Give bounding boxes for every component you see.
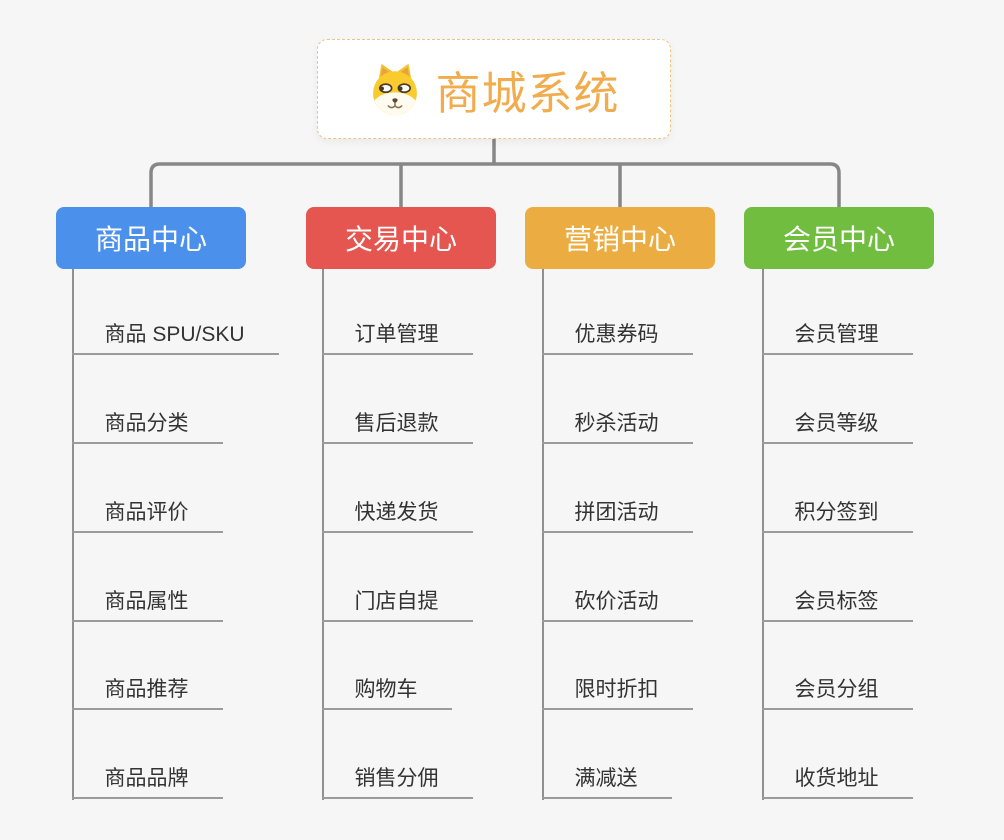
subtopic[interactable]: 商品评价 bbox=[71, 501, 223, 533]
subtopic-label: 会员标签 bbox=[761, 590, 913, 622]
dog-icon bbox=[373, 63, 418, 116]
subtopic-label: 快递发货 bbox=[321, 501, 473, 533]
branch-rail bbox=[761, 269, 764, 800]
root-topic[interactable]: 商城系统 bbox=[317, 39, 671, 139]
branch-topic-marketing[interactable]: 营销中心 bbox=[525, 207, 715, 269]
subtopic-label: 会员等级 bbox=[761, 412, 913, 444]
subtopic-label: 订单管理 bbox=[321, 323, 473, 355]
subtopic-label: 收货地址 bbox=[761, 767, 913, 799]
subtopic[interactable]: 销售分佣 bbox=[321, 767, 473, 799]
subtopic-label: 商品品牌 bbox=[71, 767, 223, 799]
subtopic[interactable]: 商品属性 bbox=[71, 590, 223, 622]
branch-rail bbox=[321, 269, 324, 800]
subtopic[interactable]: 会员等级 bbox=[761, 412, 913, 444]
subtopic[interactable]: 限时折扣 bbox=[541, 678, 693, 710]
subtopic[interactable]: 门店自提 bbox=[321, 590, 473, 622]
subtopic[interactable]: 会员管理 bbox=[761, 323, 913, 355]
branch-rail bbox=[541, 269, 544, 800]
subtopic[interactable]: 优惠券码 bbox=[541, 323, 693, 355]
subtopic-label: 商品推荐 bbox=[71, 678, 223, 710]
subtopic-label: 购物车 bbox=[321, 678, 452, 710]
subtopic-label: 限时折扣 bbox=[541, 678, 693, 710]
branch-rail bbox=[71, 269, 74, 800]
subtopic-label: 秒杀活动 bbox=[541, 412, 693, 444]
subtopic-label: 售后退款 bbox=[321, 412, 473, 444]
branch-topic-trade[interactable]: 交易中心 bbox=[306, 207, 496, 269]
subtopic[interactable]: 快递发货 bbox=[321, 501, 473, 533]
subtopic-label: 满减送 bbox=[541, 767, 672, 799]
branch-topic-label: 营销中心 bbox=[563, 224, 676, 255]
subtopic[interactable]: 满减送 bbox=[541, 767, 672, 799]
subtopic[interactable]: 积分签到 bbox=[761, 501, 913, 533]
branch-topic-label: 交易中心 bbox=[344, 224, 457, 255]
subtopic-label: 商品属性 bbox=[71, 590, 223, 622]
subtopic-label: 门店自提 bbox=[321, 590, 473, 622]
subtopic[interactable]: 商品推荐 bbox=[71, 678, 223, 710]
subtopic[interactable]: 会员标签 bbox=[761, 590, 913, 622]
subtopic[interactable]: 拼团活动 bbox=[541, 501, 693, 533]
subtopic[interactable]: 秒杀活动 bbox=[541, 412, 693, 444]
subtopic[interactable]: 购物车 bbox=[321, 678, 452, 710]
branch-topic-product[interactable]: 商品中心 bbox=[56, 207, 246, 269]
subtopic[interactable]: 砍价活动 bbox=[541, 590, 693, 622]
subtopic-label: 会员分组 bbox=[761, 678, 913, 710]
subtopic[interactable]: 售后退款 bbox=[321, 412, 473, 444]
subtopic[interactable]: 商品品牌 bbox=[71, 767, 223, 799]
subtopic-label: 砍价活动 bbox=[541, 590, 693, 622]
branch-bus-line bbox=[149, 162, 841, 207]
branch-topic-label: 会员中心 bbox=[782, 224, 895, 255]
subtopic[interactable]: 商品 SPU/SKU bbox=[71, 323, 279, 355]
subtopic-label: 商品 SPU/SKU bbox=[71, 323, 279, 355]
subtopic[interactable]: 订单管理 bbox=[321, 323, 473, 355]
root-topic-label: 商城系统 bbox=[435, 67, 620, 119]
subtopic[interactable]: 商品分类 bbox=[71, 412, 223, 444]
subtopic-label: 销售分佣 bbox=[321, 767, 473, 799]
branch-topic-label: 商品中心 bbox=[94, 224, 207, 255]
branch-topic-member[interactable]: 会员中心 bbox=[744, 207, 934, 269]
subtopic-label: 会员管理 bbox=[761, 323, 913, 355]
subtopic-label: 优惠券码 bbox=[541, 323, 693, 355]
subtopic-label: 拼团活动 bbox=[541, 501, 693, 533]
subtopic-label: 商品分类 bbox=[71, 412, 223, 444]
subtopic[interactable]: 收货地址 bbox=[761, 767, 913, 799]
subtopic[interactable]: 会员分组 bbox=[761, 678, 913, 710]
subtopic-label: 商品评价 bbox=[71, 501, 223, 533]
subtopic-label: 积分签到 bbox=[761, 501, 913, 533]
